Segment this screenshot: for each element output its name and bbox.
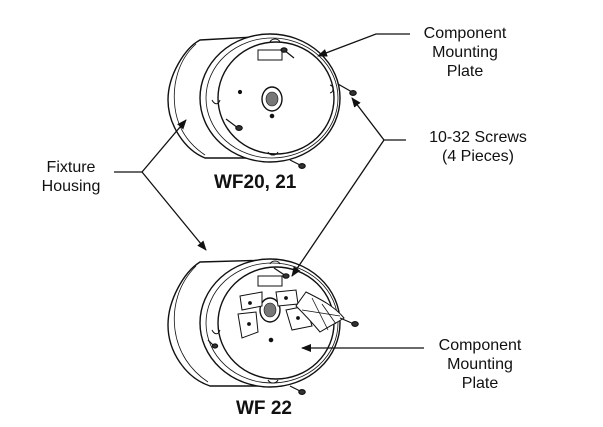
plate-slot-top	[257, 49, 283, 61]
label-line: Plate	[461, 375, 499, 392]
fixture-top	[167, 33, 341, 163]
label-line: Fixture	[46, 159, 96, 176]
label-line: Component	[423, 25, 507, 42]
label-line: Housing	[41, 178, 101, 195]
screw-icon	[273, 267, 290, 279]
screw-icon	[339, 317, 359, 328]
label-line: Plate	[446, 63, 484, 80]
leader-screws-top	[351, 97, 406, 141]
fixture-bottom	[167, 258, 345, 388]
screw-icon	[289, 159, 306, 170]
label-line: Mounting	[447, 356, 513, 373]
label-line: (4 Pieces)	[441, 148, 515, 165]
leader-component-plate-top	[317, 33, 410, 57]
screw-icon	[337, 83, 357, 96]
leader-fixture-bottom	[141, 171, 207, 251]
label-fixture-housing: Fixture Housing	[28, 158, 114, 196]
screw-icon	[280, 47, 295, 59]
label-line: Mounting	[432, 44, 498, 61]
model-label-bottom: WF 22	[236, 398, 292, 419]
screw-icon	[207, 339, 219, 349]
terminal-block	[237, 289, 345, 339]
screw-icon	[289, 385, 306, 396]
leader-lines	[114, 33, 424, 352]
plate-slot-bottom	[257, 275, 283, 287]
label-line: Component	[438, 337, 522, 354]
screw-icon	[225, 118, 243, 131]
model-label-top: WF20, 21	[214, 172, 297, 193]
leader-screws-bottom	[291, 139, 385, 277]
screws-top	[225, 47, 357, 170]
label-component-mounting-plate-top: Component Mounting Plate	[410, 24, 520, 81]
label-screws: 10-32 Screws (4 Pieces)	[404, 128, 552, 166]
screws-bottom	[207, 267, 359, 396]
label-component-mounting-plate-bottom: Component Mounting Plate	[425, 336, 535, 393]
label-line: 10-32 Screws	[429, 129, 527, 146]
